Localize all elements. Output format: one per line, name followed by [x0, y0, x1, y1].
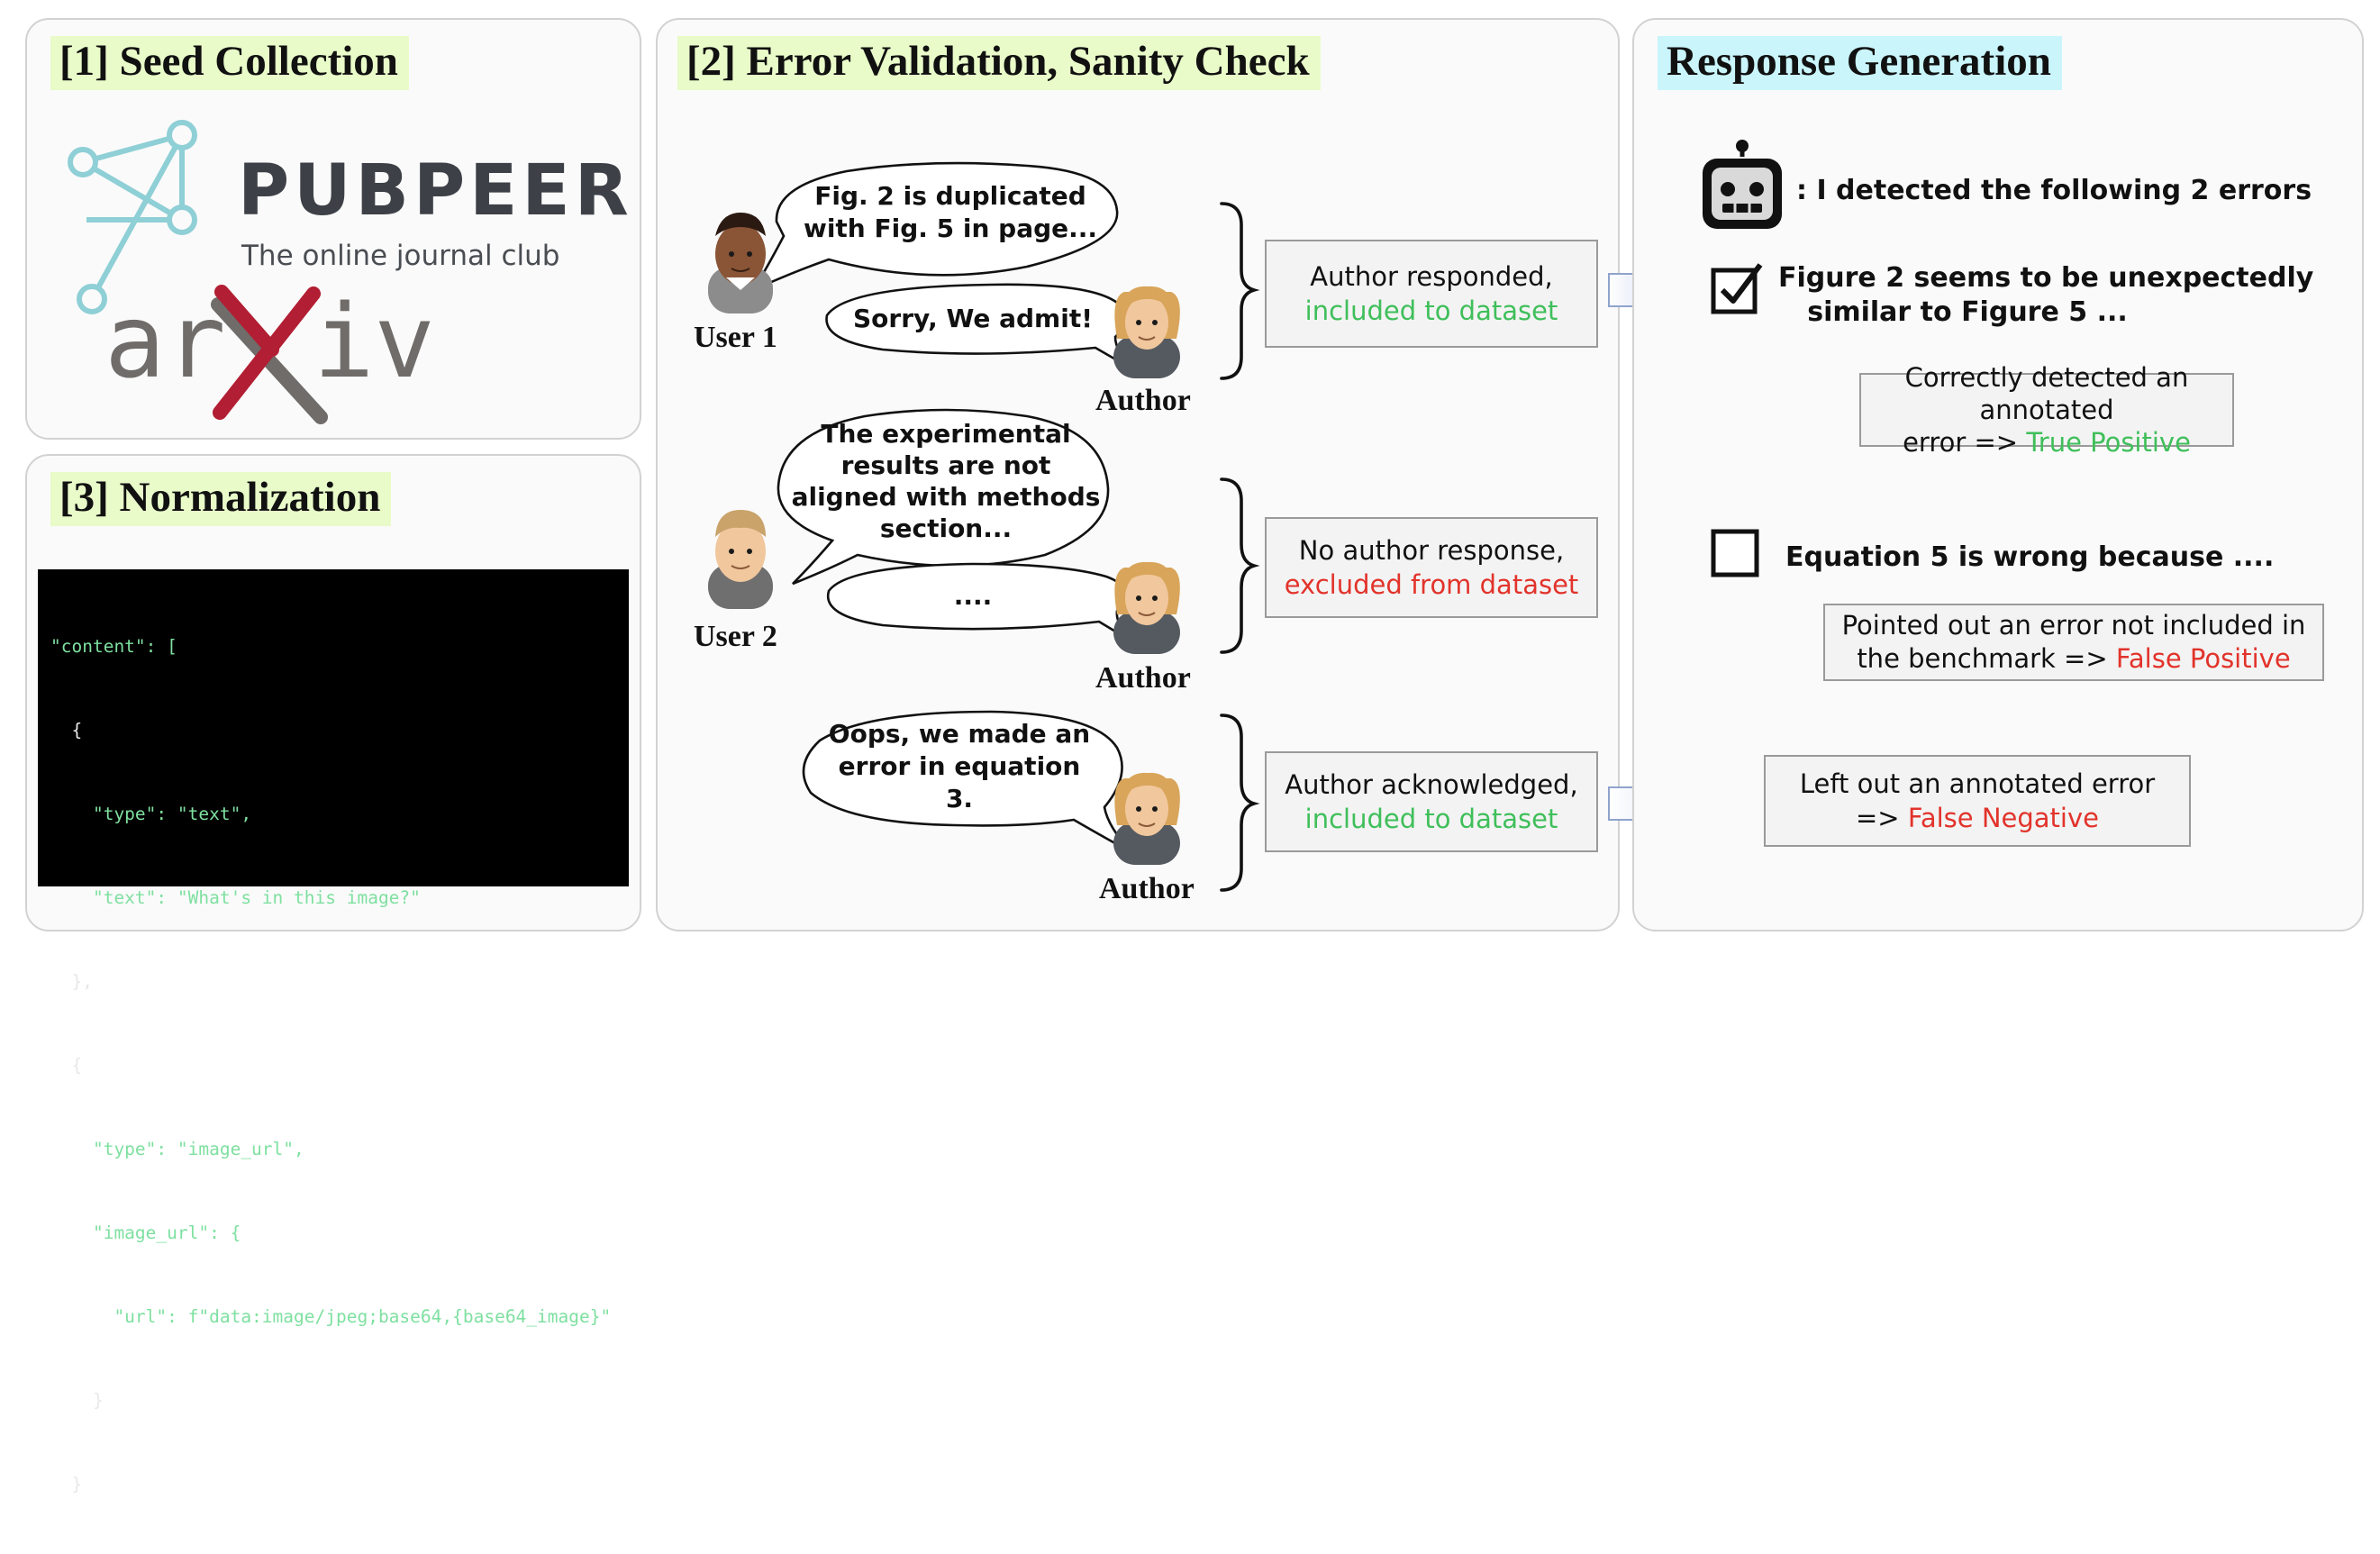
code-line: } [50, 1474, 83, 1495]
code-line: "type": "image_url", [50, 1139, 304, 1159]
detected-error-2: Equation 5 is wrong because .... [1785, 541, 2275, 573]
code-line: { [50, 1055, 83, 1076]
result-box-case3: Author acknowledged, included to dataset [1265, 751, 1598, 852]
speech-bubble-user1 [749, 161, 1119, 293]
code-line: }, [50, 971, 93, 992]
robot-statement: : I detected the following 2 errors [1796, 175, 2312, 206]
robot-icon [1703, 140, 1782, 229]
code-line: "image_url": { [50, 1222, 241, 1243]
code-line: "type": "text", [50, 804, 252, 824]
pubpeer-wordmark: PUBPEER [238, 150, 633, 232]
svg-text:iv: iv [313, 284, 435, 401]
code-line: "text": "What's in this image?" [50, 887, 421, 908]
error-validation-title: [2] Error Validation, Sanity Check [677, 36, 1321, 90]
bracket-case3 [1220, 713, 1260, 892]
author1-avatar-icon [1113, 286, 1180, 378]
author3-bubble-text: Oops, we made an error in equation 3. [828, 719, 1091, 813]
user1-avatar-icon [708, 213, 773, 314]
arxiv-logo: ar iv arXiv [104, 268, 447, 431]
pubpeer-tagline: The online journal club [241, 240, 560, 272]
author2-avatar-icon [1113, 561, 1180, 654]
speech-bubble-user2 [777, 408, 1110, 586]
user2-avatar-icon [708, 510, 773, 609]
author3-label: Author [1099, 872, 1195, 905]
code-line: { [50, 720, 83, 741]
false-negative-box: Left out an annotated error => False Neg… [1764, 755, 2191, 847]
author2-label: Author [1095, 661, 1191, 695]
checked-checkbox-icon [1711, 263, 1763, 314]
arxiv-logo-icon: ar iv [104, 284, 435, 424]
seed-collection-title: [1] Seed Collection [50, 36, 409, 90]
author2-bubble-text: .... [953, 581, 993, 611]
result-box-case1: Author responded, included to dataset [1265, 240, 1598, 348]
bracket-case2 [1220, 477, 1260, 654]
detected-error-1: Figure 2 seems to be unexpectedly simila… [1778, 262, 2314, 328]
svg-text:ar: ar [104, 284, 226, 401]
author1-label: Author [1095, 384, 1191, 417]
pubpeer-logo-icon [68, 120, 197, 314]
bracket-case1 [1220, 202, 1260, 380]
result-box-case2: No author response, excluded from datase… [1265, 517, 1598, 618]
code-line: } [50, 1390, 104, 1411]
speech-bubble-author3 [802, 710, 1132, 854]
user1-bubble-text: Fig. 2 is duplicated with Fig. 5 in page… [803, 181, 1098, 243]
false-positive-box: Pointed out an error not included in the… [1823, 604, 2324, 681]
seed-collection-panel: [1] Seed Collection PUBPEER The online j… [25, 18, 641, 440]
author1-bubble-text: Sorry, We admit! [853, 304, 1093, 333]
user2-label: User 2 [694, 620, 777, 653]
code-line: "url": f"data:image/jpeg;base64,{base64_… [50, 1306, 612, 1327]
user1-label: User 1 [694, 321, 777, 354]
response-generation-title: Response Generation [1658, 36, 2062, 90]
author3-avatar-icon [1113, 772, 1180, 865]
true-positive-box: Correctly detected an annotated error =>… [1859, 362, 2234, 458]
normalization-title: [3] Normalization [50, 472, 392, 526]
user2-bubble-text: The experimental results are not aligned… [791, 419, 1101, 543]
code-line: "content": [ [50, 636, 177, 657]
conversation-layer [708, 161, 1758, 892]
empty-checkbox-icon [1711, 529, 1759, 577]
